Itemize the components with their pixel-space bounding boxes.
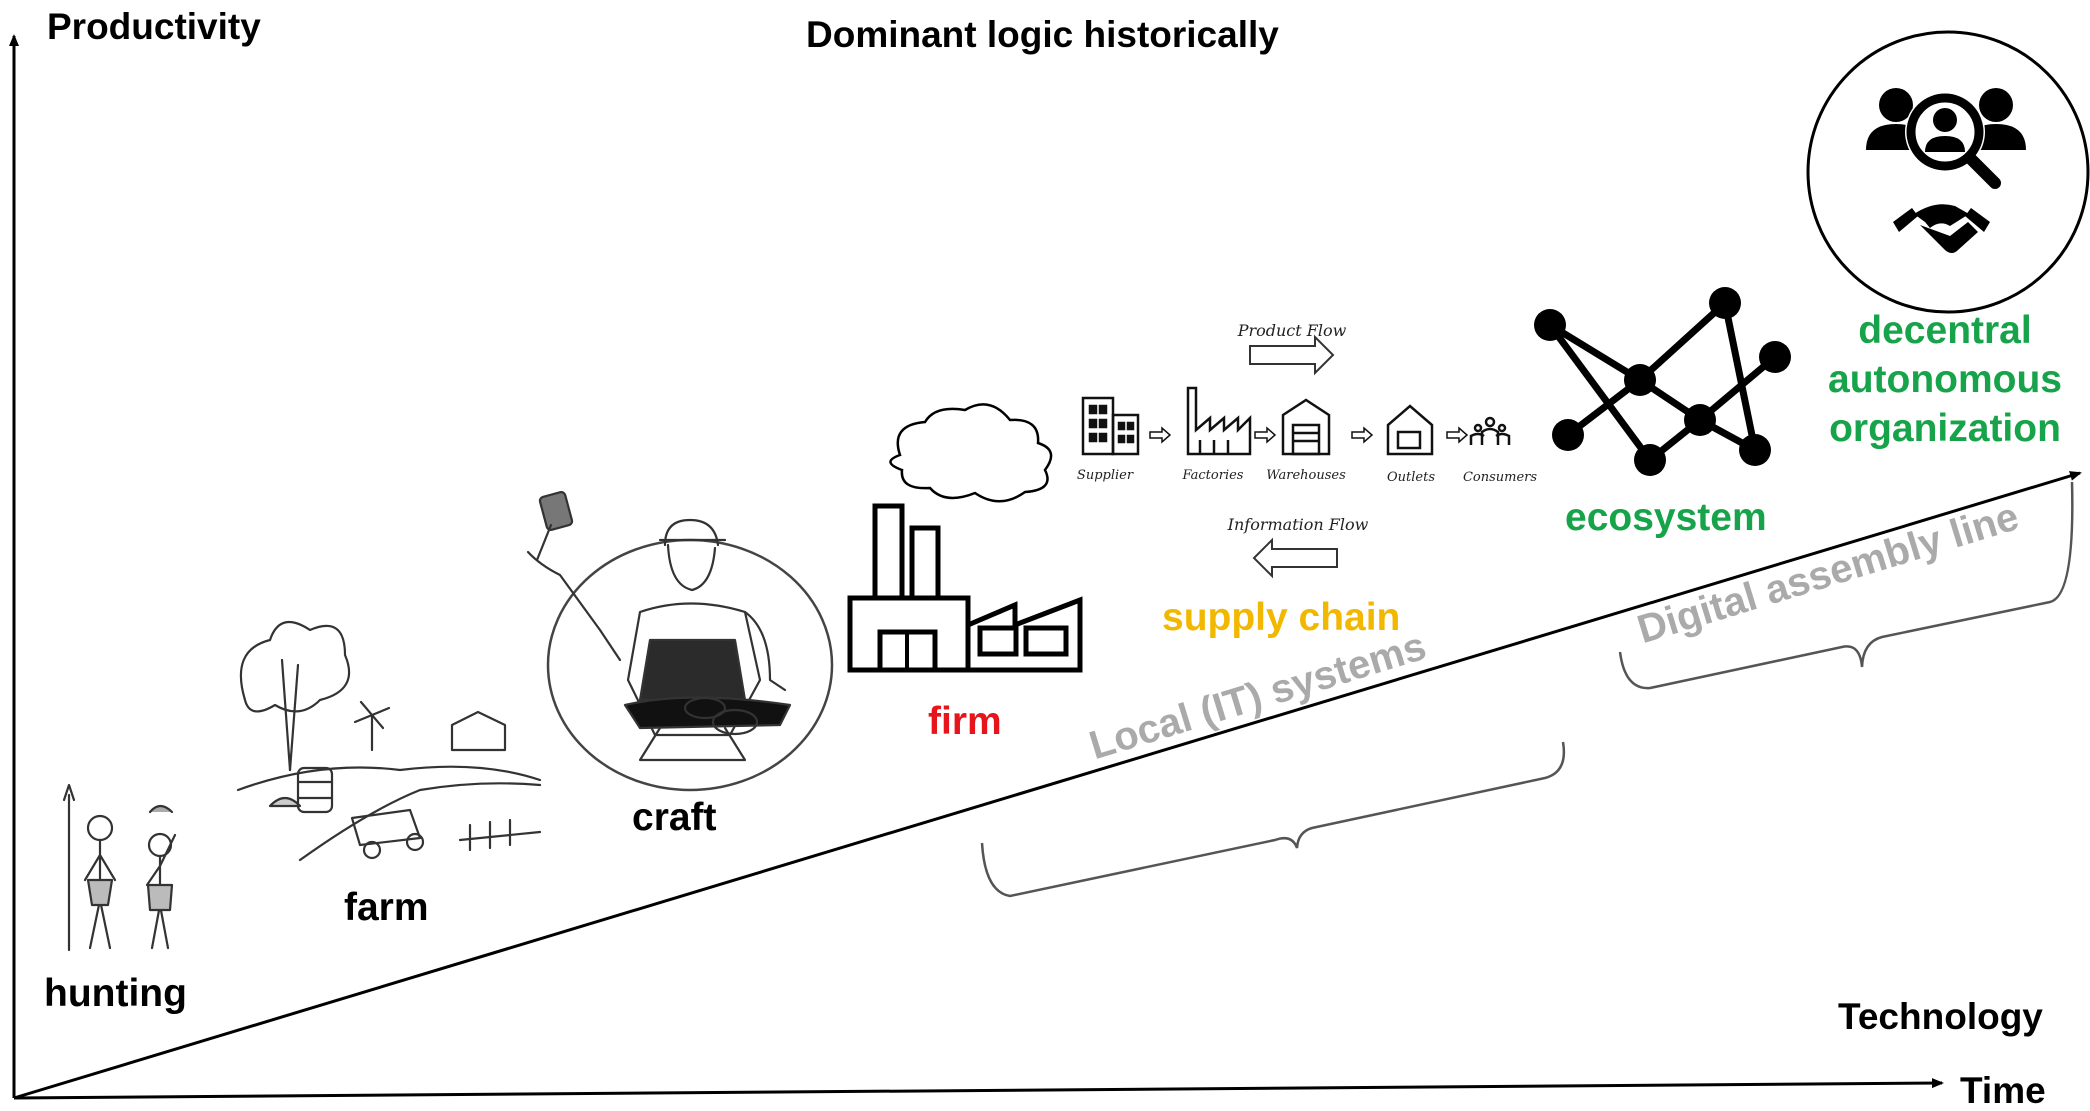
hunters-illustration [62,783,177,952]
information-flow-arrow [1252,537,1338,579]
x-axis [13,1078,1944,1100]
network-icon [1534,287,1791,476]
era-label-supply-chain: supply chain [1162,596,1401,639]
information-flow-label: Information Flow [1227,515,1369,534]
warehouses-icon [1281,398,1331,456]
stage-label-factories: Factories [1182,468,1244,483]
product-flow-arrow [1249,334,1335,376]
x-axis-label-time: Time [1960,1070,2046,1111]
blacksmith-illustration [526,491,834,792]
brace-local-it-systems [980,741,1566,898]
people-search-icon [1866,88,2026,189]
stage-label-consumers: Consumers [1463,470,1537,485]
factory-icon [847,403,1083,673]
factories-icon [1186,386,1252,456]
product-flow-label: Product Flow [1237,321,1347,340]
era-label-hunting: hunting [44,972,187,1015]
era-label-ecosystem: ecosystem [1565,496,1767,539]
era-label-dao: decentral autonomous organization [1828,309,2062,450]
stage-label-supplier: Supplier [1077,468,1134,483]
x-axis-label-technology: Technology [1838,996,2043,1037]
era-label-firm: firm [928,700,1002,743]
era-label-farm: farm [344,886,429,929]
growth-diagonal [13,471,2082,1100]
stage-label-outlets: Outlets [1387,470,1435,485]
supplier-icon [1081,396,1140,456]
farm-illustration [236,620,542,862]
dao-icon-circle [1806,30,2090,314]
stage-label-warehouses: Warehouses [1266,468,1346,483]
supply-chain-diagram: Product Flow Information Flow [1077,321,1537,579]
y-axis-label: Productivity [47,6,261,47]
outlets-icon [1386,404,1434,456]
handshake-icon [1893,204,1990,253]
diagram-title: Dominant logic historically [806,14,1279,55]
brace-digital-assembly-line [1618,481,2074,690]
consumers-icon [1469,416,1511,445]
era-label-craft: craft [632,796,717,839]
